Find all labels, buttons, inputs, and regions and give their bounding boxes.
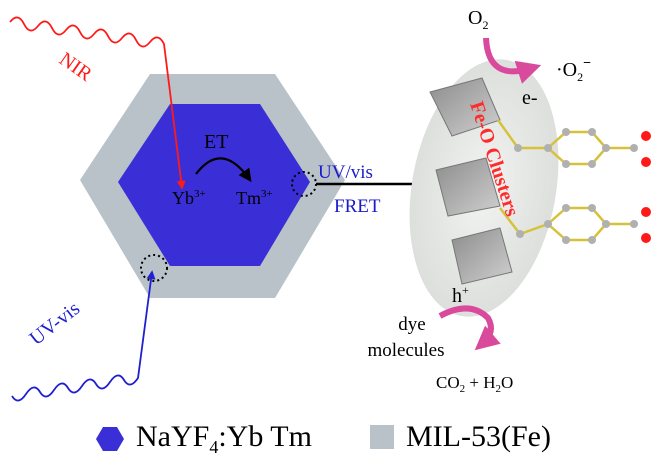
tm-label: Tm3+ [236, 188, 273, 208]
et-label: ET [204, 131, 228, 153]
legend-label-mil53: MIL-53(Fe) [406, 420, 551, 453]
electron-label: e- [522, 87, 538, 109]
nir-wave-arrow [9, 16, 186, 190]
uv-vis-wave-arrow [11, 270, 156, 402]
uv-vis-label: UV-vis [26, 297, 85, 350]
dotted-circle-bottom-left [140, 254, 168, 282]
polyhedron-2 [435, 157, 501, 217]
products-label: CO2 + H2O [436, 373, 513, 395]
legend: NaYF4:Yb Tm MIL-53(Fe) [0, 420, 667, 462]
dye-label-line1: dye [398, 314, 425, 335]
o2-label: O2 [468, 7, 488, 32]
legend-item-nayf4: NaYF4:Yb Tm [96, 420, 312, 458]
dye-pink-arrow [438, 305, 501, 351]
hole-label: h+ [452, 283, 469, 307]
legend-item-mil53: MIL-53(Fe) [370, 420, 551, 454]
et-curved-arrow [195, 157, 252, 183]
shell-square-swatch [370, 425, 394, 449]
polyhedron-3 [451, 227, 513, 285]
fret-label: FRET [334, 196, 381, 217]
yb-label: Yb3+ [172, 188, 206, 208]
polyhedron-1 [429, 77, 501, 137]
nir-label: NIR [55, 48, 96, 86]
legend-label-nayf4: NaYF4:Yb Tm [136, 420, 312, 457]
dye-label-line2: molecules [367, 340, 444, 361]
o2-pink-arrow [483, 37, 542, 84]
uv-vis-fret-label: UV/vis [318, 162, 373, 183]
nayf4-core-hexagon [118, 104, 310, 266]
core-hexagon-swatch [96, 427, 124, 451]
superoxide-label: ·O2− [556, 56, 591, 84]
linker-atoms [514, 128, 651, 244]
